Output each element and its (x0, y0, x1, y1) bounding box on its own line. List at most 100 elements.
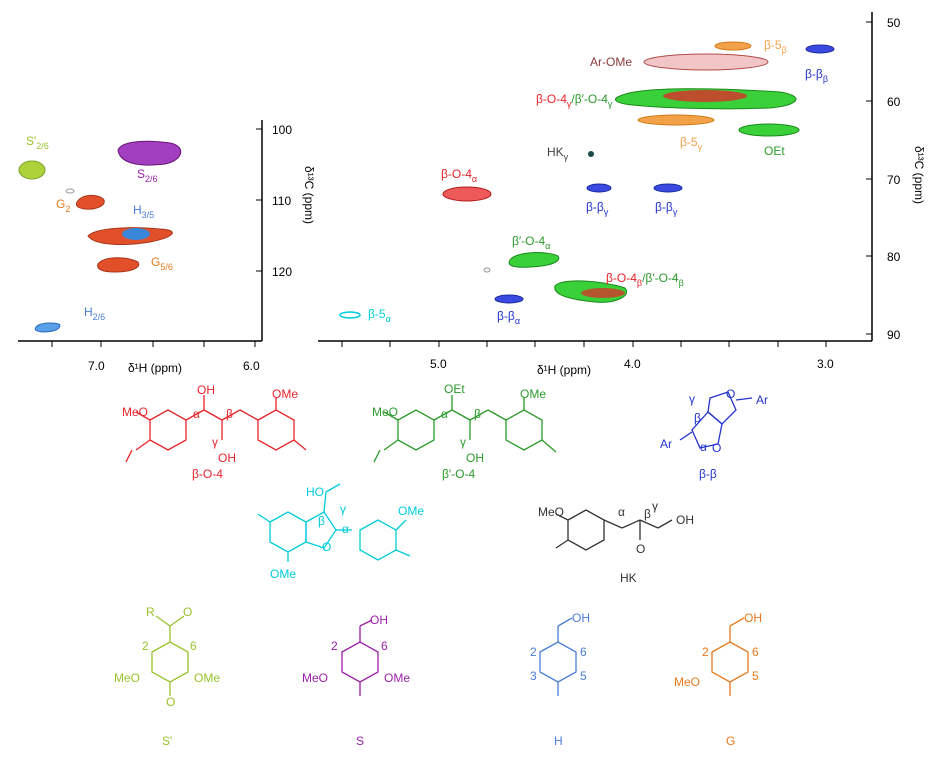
structure-b-o-4-labels: MeO OMe OH OH α β γ β-O-4 (122, 383, 298, 481)
svg-text:γ: γ (212, 435, 218, 449)
structure-hk (555, 509, 673, 551)
peak-b5-beta (714, 41, 752, 51)
svg-text:α: α (700, 440, 707, 454)
svg-text:γ: γ (340, 502, 346, 516)
structure-s-prime-name: S' (162, 734, 172, 748)
peak-b5-alpha (339, 311, 361, 319)
peak-label-b5-alpha: β-5α (368, 307, 391, 324)
peak-label-bb-alpha: β-βα (497, 309, 520, 326)
svg-text:MeO: MeO (302, 671, 328, 685)
svg-text:R: R (146, 605, 155, 619)
svg-text:γ: γ (460, 435, 466, 449)
svg-text:OH: OH (370, 613, 388, 627)
svg-text:MeO: MeO (372, 405, 398, 419)
structure-g-name: G (726, 734, 735, 748)
right-y-tick-label: 50 (887, 16, 901, 30)
peak-label-bb-gamma-1: β-βγ (586, 200, 609, 217)
structure-b-b-name: β-β (699, 467, 717, 481)
peak-label-oet: OEt (764, 144, 785, 158)
left-y-tick-label: 110 (272, 194, 291, 208)
structure-bprime-o-4-labels: MeO OMe OEt OH α β γ β′-O-4 (372, 382, 546, 481)
sidechain-spectrum-panel: 50 60 70 80 90 δ¹³C (ppm) 5.0 4.0 3.0 δ¹… (318, 12, 926, 377)
peak-g-5-6 (97, 257, 140, 273)
svg-text:OH: OH (572, 611, 590, 625)
svg-text:O: O (322, 540, 331, 554)
peak-label-b5-gamma: β-5γ (680, 135, 703, 152)
svg-text:β: β (694, 411, 701, 425)
structure-s-labels: OH MeO OMe 2 6 S (302, 613, 410, 748)
peak-ar-ome (643, 53, 769, 71)
structure-h-name: H (554, 734, 563, 748)
svg-text:6: 6 (190, 639, 197, 653)
svg-text:γ: γ (652, 499, 658, 513)
svg-text:γ: γ (689, 392, 695, 406)
structure-g-labels: OH MeO 2 5 6 G (674, 611, 762, 748)
svg-text:Ar: Ar (660, 437, 672, 451)
peak-bb-gamma-1 (586, 183, 612, 193)
peak-bprime-o4-alpha (508, 252, 560, 268)
left-y-axis-title: δ¹³C (ppm) (302, 166, 316, 224)
svg-text:O: O (183, 605, 192, 619)
svg-text:OMe: OMe (520, 387, 546, 401)
noise-peak (483, 267, 491, 273)
right-x-tick-label: 4.0 (624, 357, 641, 371)
svg-text:6: 6 (752, 645, 759, 659)
peak-label-s-2-6: S2/6 (137, 167, 158, 184)
peak-label-b5-beta: β-5β (764, 38, 787, 55)
structure-b-o-4-name: β-O-4 (192, 467, 223, 481)
svg-text:OMe: OMe (194, 671, 220, 685)
svg-text:α: α (441, 407, 448, 421)
right-x-ticks (341, 341, 827, 347)
svg-text:6: 6 (580, 645, 587, 659)
peak-label-ar-ome: Ar-OMe (590, 55, 632, 69)
svg-text:β: β (474, 407, 481, 421)
left-y-tick-label: 120 (272, 265, 292, 279)
structure-s-name: S (356, 734, 364, 748)
structure-hk-labels: MeO OH O α β γ HK (538, 499, 694, 585)
right-y-ticks (866, 21, 872, 335)
structure-g (711, 617, 749, 696)
left-x-tick-label: 6.0 (243, 359, 260, 373)
svg-text:O: O (166, 695, 175, 709)
svg-text:OMe: OMe (270, 567, 296, 581)
svg-text:β: β (318, 514, 325, 528)
peak-label-g-5-6: G5/6 (151, 255, 173, 272)
svg-text:5: 5 (580, 669, 587, 683)
structure-bprime-o-4 (373, 395, 557, 463)
svg-text:MeO: MeO (114, 671, 140, 685)
svg-text:α: α (193, 407, 200, 421)
structure-h (539, 617, 577, 696)
structure-s (341, 619, 379, 696)
peak-label-bo4-alpha: β-O-4α (441, 167, 477, 184)
peak-bo4-beta-red (581, 288, 625, 298)
svg-text:HO: HO (306, 485, 324, 499)
svg-text:OH: OH (197, 383, 215, 397)
peak-hk-gamma (588, 151, 594, 157)
peak-b5-gamma (637, 114, 715, 126)
svg-text:MeO: MeO (674, 675, 700, 689)
left-y-tick-label: 100 (272, 123, 292, 137)
right-y-tick-label: 80 (887, 250, 901, 264)
svg-text:OEt: OEt (444, 382, 465, 396)
structure-bprime-o-4-name: β′-O-4 (442, 467, 475, 481)
structure-hk-name: HK (620, 571, 637, 585)
peak-s-prime-2-6 (18, 160, 46, 180)
peak-bb-beta (805, 44, 835, 54)
peak-label-h-2-6: H2/6 (84, 305, 105, 322)
peak-label-bo4-gamma: β-O-4γ/β′-O-4γ (536, 92, 613, 109)
peak-label-bb-beta: β-ββ (805, 67, 828, 84)
svg-text:MeO: MeO (538, 505, 564, 519)
svg-text:β: β (226, 407, 233, 421)
svg-text:β: β (644, 507, 651, 521)
svg-text:2: 2 (142, 639, 149, 653)
right-y-tick-label: 60 (887, 95, 901, 109)
left-x-axis-title: δ¹H (ppm) (128, 361, 182, 375)
svg-text:O: O (726, 387, 735, 401)
peak-oet (738, 123, 800, 137)
right-y-axis-title: δ¹³C (ppm) (912, 146, 926, 204)
right-x-tick-label: 5.0 (430, 357, 447, 371)
peak-h-3-5 (122, 228, 150, 240)
structure-b-5-labels: HO OMe OMe O α β γ (270, 485, 424, 581)
svg-text:O: O (636, 542, 645, 556)
